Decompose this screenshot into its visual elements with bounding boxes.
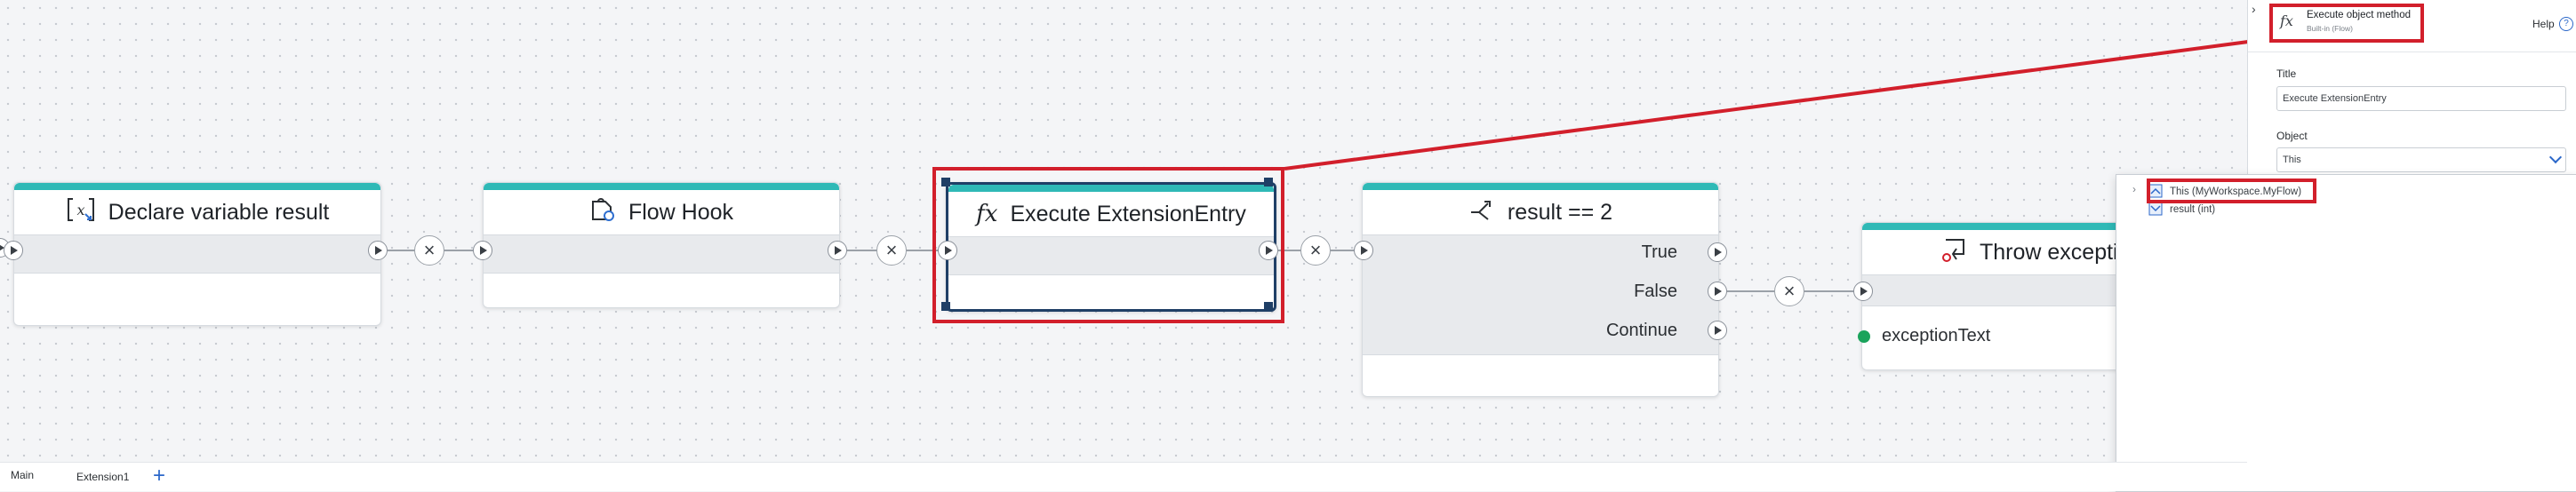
highlight-panel-header <box>2269 4 2424 43</box>
dropdown-item-this[interactable]: This (MyWorkspace.MyFlow) <box>2148 182 2301 202</box>
delete-connection-button[interactable]: × <box>414 235 444 266</box>
flowhook-output-port[interactable] <box>828 241 847 260</box>
execute-input-port[interactable] <box>938 241 957 260</box>
throw-exception-icon <box>1940 236 1967 269</box>
expand-icon[interactable]: › <box>2132 183 2136 195</box>
dropdown-item-label: result (int) <box>2170 204 2216 215</box>
param-label: exceptionText <box>1882 326 1991 345</box>
flow-hook-icon <box>589 196 616 229</box>
title-field-label: Title <box>2276 67 2297 80</box>
declare-output-port[interactable] <box>368 241 388 260</box>
object-select[interactable]: This <box>2276 147 2566 172</box>
node-io-row <box>484 234 839 274</box>
node-title: Flow Hook <box>484 190 839 234</box>
node-flow-hook[interactable]: Flow Hook <box>483 182 840 308</box>
close-icon: × <box>423 239 436 261</box>
throw-input-port[interactable] <box>1853 282 1873 301</box>
help-icon[interactable]: ? <box>2559 17 2573 31</box>
node-accent-bar <box>484 183 839 190</box>
node-title-text: Throw excepti <box>1980 239 2118 265</box>
svg-text:x: x <box>76 202 84 218</box>
delete-connection-button[interactable]: × <box>876 235 907 266</box>
branch-label-continue: Continue <box>1605 321 1677 340</box>
delete-connection-button[interactable]: × <box>1774 276 1804 306</box>
highlight-this-item <box>2147 179 2316 203</box>
declare-input-port[interactable] <box>4 241 23 260</box>
help-link[interactable]: Help <box>2532 18 2555 30</box>
node-title: Throw excepti <box>1862 230 2271 274</box>
panel-header: › fx Execute object method Built-in (Flo… <box>2248 0 2576 52</box>
flowhook-input-port[interactable] <box>473 241 492 260</box>
collapse-panel-icon[interactable]: › <box>2252 2 2256 16</box>
fx-icon: fx <box>976 201 998 227</box>
variable-icon <box>2148 202 2163 218</box>
title-field[interactable]: Execute ExtensionEntry <box>2276 86 2566 111</box>
tab-extension1[interactable]: Extension1 <box>76 471 130 483</box>
false-output-port[interactable] <box>1708 282 1727 301</box>
dropdown-item-label: This (MyWorkspace.MyFlow) <box>2170 186 2302 197</box>
node-title: result == 2 <box>1363 190 1718 234</box>
tab-main[interactable]: Main <box>11 469 35 481</box>
selection-handle[interactable] <box>1264 302 1273 311</box>
declare-variable-icon: x <box>66 196 96 229</box>
add-tab-button[interactable]: + <box>153 464 166 488</box>
tab-bar: Main Extension1 + <box>0 462 2247 491</box>
branch-label-false: False <box>1634 282 1677 301</box>
panel-header-subtitle: Built-in (Flow) <box>2307 24 2353 33</box>
node-accent-bar <box>948 185 1274 192</box>
condition-input-port[interactable] <box>1354 241 1373 260</box>
branch-label-true: True <box>1641 242 1677 262</box>
selection-handle[interactable] <box>1264 178 1273 186</box>
node-declare-variable[interactable]: x Declare variable result <box>0 182 381 326</box>
node-accent-bar <box>1363 183 1718 190</box>
node-execute-extension-entry[interactable]: fx Execute ExtensionEntry <box>946 182 1276 312</box>
branch-area <box>1363 234 1718 355</box>
node-accent-bar <box>14 183 380 190</box>
chevron-down-icon <box>2548 150 2563 164</box>
true-output-port[interactable] <box>1708 242 1727 262</box>
close-icon: × <box>1309 239 1322 261</box>
node-title-text: Execute ExtensionEntry <box>1010 201 1246 226</box>
node-title-text: Flow Hook <box>628 199 734 225</box>
node-title: fx Execute ExtensionEntry <box>948 192 1274 236</box>
node-condition[interactable]: result == 2 True False Continue <box>1362 182 1719 397</box>
node-title-text: Declare variable result <box>108 199 330 225</box>
object-select-value: This <box>2283 155 2301 165</box>
object-dropdown-list[interactable]: › This (MyWorkspace.MyFlow) result (int) <box>2116 174 2576 492</box>
selection-handle[interactable] <box>941 302 950 311</box>
highlight-execute-node <box>932 167 1284 323</box>
selection-handle[interactable] <box>941 178 950 186</box>
status-dot <box>1858 330 1870 343</box>
object-field-label: Object <box>2276 130 2308 142</box>
close-icon: × <box>1783 280 1796 302</box>
execute-output-port[interactable] <box>1259 241 1278 260</box>
node-io-row <box>14 234 380 274</box>
delete-connection-button[interactable]: × <box>1300 235 1331 266</box>
dropdown-item-result[interactable]: result (int) <box>2148 200 2215 219</box>
close-icon: × <box>885 239 898 261</box>
branch-icon <box>1468 196 1495 229</box>
node-title-text: result == 2 <box>1507 199 1613 225</box>
panel-header-title: Execute object method <box>2307 10 2411 20</box>
fx-icon: fx <box>2280 12 2293 29</box>
node-io-row <box>948 236 1274 275</box>
node-title: x Declare variable result <box>14 190 380 234</box>
continue-output-port[interactable] <box>1708 321 1727 340</box>
node-accent-bar <box>1862 223 2271 230</box>
